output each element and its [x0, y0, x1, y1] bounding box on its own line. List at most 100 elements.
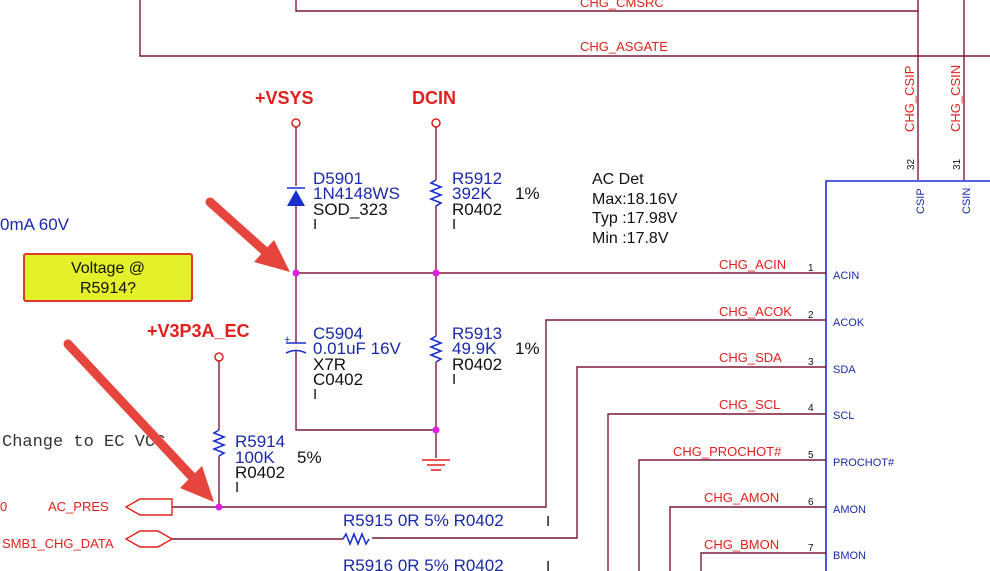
- ic-pin-name-prochot: PROCHOT#: [833, 457, 895, 469]
- signal-nets: CHG_ACIN CHG_ACOK CHG_SDA CHG_SCL CHG_PR…: [220, 257, 826, 571]
- net-label-chg-scl: CHG_SCL: [719, 397, 780, 412]
- pin-number-5: 5: [808, 450, 814, 461]
- callout-line-2: R5914?: [80, 280, 136, 297]
- resistor-icon: [428, 179, 444, 207]
- ground-icon: [422, 459, 450, 471]
- d5901-mark: I: [313, 216, 317, 233]
- r5913-package: R0402: [452, 355, 502, 374]
- r5912-tolerance: 1%: [515, 184, 540, 203]
- d5901-package: SOD_323: [313, 200, 388, 219]
- left-edge-fragment: 0: [0, 499, 7, 514]
- charger-ic: CSIP CSIN ACIN ACOK SDA SCL PROCHOT# AMO…: [808, 180, 990, 571]
- r5913-tolerance: 1%: [515, 339, 540, 358]
- callout-line-1: Voltage @: [71, 260, 145, 277]
- net-label-chg-bmon: CHG_BMON: [704, 537, 779, 552]
- junction-dot: [215, 503, 223, 511]
- resistor-r5912: R5912 392K 1% R0402 I: [428, 127, 540, 273]
- power-label-dcin: DCIN: [412, 88, 456, 108]
- r5914-value: 100K: [235, 448, 275, 467]
- arrow-to-r5914-node: [63, 339, 214, 502]
- top-wires: CHG_CMSRC CHG_ASGATE: [139, 0, 990, 57]
- net-label-chg-prochot: CHG_PROCHOT#: [673, 444, 782, 459]
- pin-number-1: 1: [808, 263, 814, 274]
- r5913-value: 49.9K: [452, 339, 497, 358]
- junction-dot: [432, 269, 440, 277]
- pin-number-3: 3: [808, 357, 814, 368]
- r5913-ref: R5913: [452, 324, 502, 343]
- net-label-chg-acin: CHG_ACIN: [719, 257, 786, 272]
- left-note-fragment: Change to EC VCC: [2, 433, 165, 452]
- power-label-v3p3a-ec: +V3P3A_EC: [147, 321, 250, 341]
- r5913-mark: I: [452, 371, 456, 388]
- net-label-chg-asgate: CHG_ASGATE: [580, 39, 668, 54]
- r5912-value: 392K: [452, 184, 492, 203]
- pin-number-2: 2: [808, 310, 814, 321]
- c5904-package: C0402: [313, 370, 363, 389]
- ic-pin-name-bmon: BMON: [833, 550, 866, 562]
- c5904-mark: I: [313, 386, 317, 403]
- net-label-chg-sda: CHG_SDA: [719, 350, 782, 365]
- ac-det-note: AC Det Max:18.16V Typ :17.98V Min :17.8V: [592, 171, 678, 247]
- pin-number-6: 6: [808, 497, 814, 508]
- left-rating-fragment: 0mA 60V: [0, 215, 70, 234]
- r5914-tolerance: 5%: [297, 448, 322, 467]
- power-terminal-vsys: [291, 118, 301, 128]
- resistor-r5914: R5914 100K 5% R0402 I: [211, 361, 322, 507]
- diode-d5901: D5901 1N4148WS SOD_323 I: [287, 127, 400, 273]
- resistor-r5913: R5913 49.9K 1% R0402 I: [428, 273, 540, 458]
- arrow-to-vsys-node: [205, 197, 290, 272]
- pin-number-31: 31: [952, 158, 963, 170]
- junction-dots: [215, 269, 440, 511]
- net-label-chg-csip: CHG_CSIP: [902, 66, 917, 132]
- callout-voltage-question: Voltage @ R5914?: [23, 253, 193, 302]
- junction-dot: [432, 426, 440, 434]
- ic-pin-name-csip: CSIP: [915, 188, 927, 214]
- port-symbols: AC_PRES 0 SMB1_CHG_DATA: [0, 498, 343, 551]
- r5916-mark: I: [546, 558, 550, 571]
- c5904-dielectric: X7R: [313, 355, 346, 374]
- capacitor-polarity-icon: +: [284, 334, 290, 346]
- resistor-r5916: R5916 0R 5% R0402 I: [343, 556, 550, 571]
- c5904-value: 0.01uF 16V: [313, 339, 402, 358]
- r5915-mark: I: [546, 513, 550, 530]
- r5914-mark: I: [235, 479, 239, 496]
- r5916-label: R5916 0R 5% R0402: [343, 556, 504, 571]
- d5901-value: 1N4148WS: [313, 184, 400, 203]
- port-icon-smb-data: [124, 530, 174, 548]
- resistor-r5915: R5915 0R 5% R0402 I: [342, 511, 550, 547]
- csip-csin-wires: CHG_CSIP CHG_CSIN 32 31: [902, 0, 965, 180]
- capacitor-c5904: + C5904 0.01uF 16V X7R C0402 I: [284, 273, 436, 431]
- r5914-package: R0402: [235, 463, 285, 482]
- net-label-smb1-chg-data: SMB1_CHG_DATA: [2, 536, 114, 551]
- port-icon-ac-pres: [124, 498, 173, 516]
- net-label-chg-cmsrc: CHG_CMSRC: [580, 0, 664, 10]
- ic-pin-name-amon: AMON: [833, 504, 866, 516]
- r5912-ref: R5912: [452, 169, 502, 188]
- net-label-ac-pres: AC_PRES: [48, 499, 109, 514]
- junction-dot: [292, 269, 300, 277]
- resistor-icon: [428, 335, 444, 363]
- pin-number-7: 7: [808, 543, 814, 554]
- r5915-label: R5915 0R 5% R0402: [343, 511, 504, 530]
- pin-number-32: 32: [906, 158, 917, 170]
- ic-pin-name-sda: SDA: [833, 364, 856, 376]
- net-label-chg-acok: CHG_ACOK: [719, 304, 792, 319]
- r5914-ref: R5914: [235, 432, 285, 451]
- ac-det-min: Min :17.8V: [592, 230, 669, 247]
- power-terminal-dcin: [431, 118, 441, 128]
- d5901-ref: D5901: [313, 169, 363, 188]
- resistor-icon: [342, 531, 370, 547]
- r5912-mark: I: [452, 216, 456, 233]
- c5904-ref: C5904: [313, 324, 363, 343]
- net-label-chg-csin: CHG_CSIN: [948, 65, 963, 132]
- net-label-chg-amon: CHG_AMON: [704, 490, 779, 505]
- power-symbols: +VSYS DCIN +V3P3A_EC: [147, 88, 456, 362]
- ic-pin-name-csin: CSIN: [961, 188, 973, 214]
- pin-number-4: 4: [808, 403, 814, 414]
- r5912-package: R0402: [452, 200, 502, 219]
- resistor-icon: [211, 429, 227, 457]
- power-label-vsys: +VSYS: [255, 88, 314, 108]
- diode-icon: [287, 190, 305, 206]
- ac-det-max: Max:18.16V: [592, 191, 678, 208]
